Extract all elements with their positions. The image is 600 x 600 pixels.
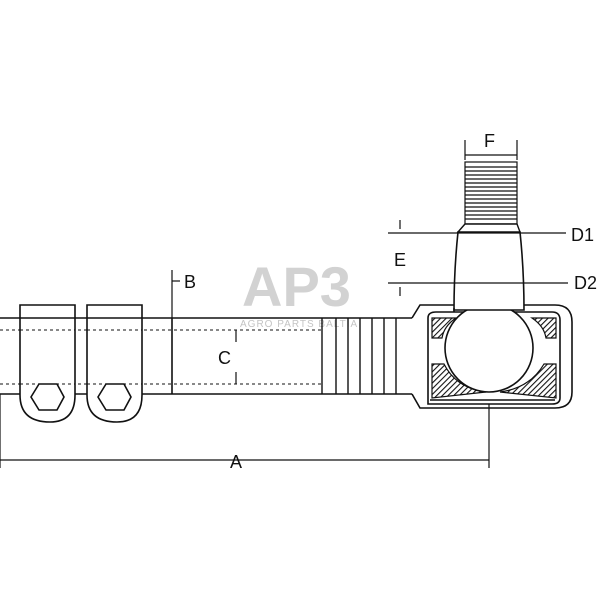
label-b: B xyxy=(184,272,196,292)
dimension-c: C xyxy=(218,330,237,384)
watermark: AP3 AGRO PARTS BALTIA xyxy=(240,255,358,330)
dimension-b: B xyxy=(171,270,196,318)
stud xyxy=(453,231,525,312)
dimension-f: F xyxy=(464,131,518,160)
label-c: C xyxy=(218,348,231,368)
stud-thread xyxy=(456,161,522,233)
label-d1: D1 xyxy=(571,225,594,245)
clamp-2-nut xyxy=(97,383,132,411)
ball-joint-housing xyxy=(411,304,573,409)
label-e: E xyxy=(394,250,406,270)
threaded-section xyxy=(321,318,397,394)
dimension-d2: D2 xyxy=(388,273,597,293)
watermark-tagline: AGRO PARTS BALTIA xyxy=(240,319,358,330)
clamp-1 xyxy=(19,304,76,423)
dimension-d1: D1 xyxy=(388,225,594,245)
clamp-2 xyxy=(86,304,143,423)
label-d2: D2 xyxy=(574,273,597,293)
dimension-a: A xyxy=(0,394,490,472)
label-f: F xyxy=(484,131,495,151)
clamp-1-nut xyxy=(30,383,65,411)
dimension-e: E xyxy=(394,220,406,296)
label-a: A xyxy=(230,452,242,472)
ball xyxy=(444,303,534,393)
watermark-logo: AP3 xyxy=(242,255,351,318)
